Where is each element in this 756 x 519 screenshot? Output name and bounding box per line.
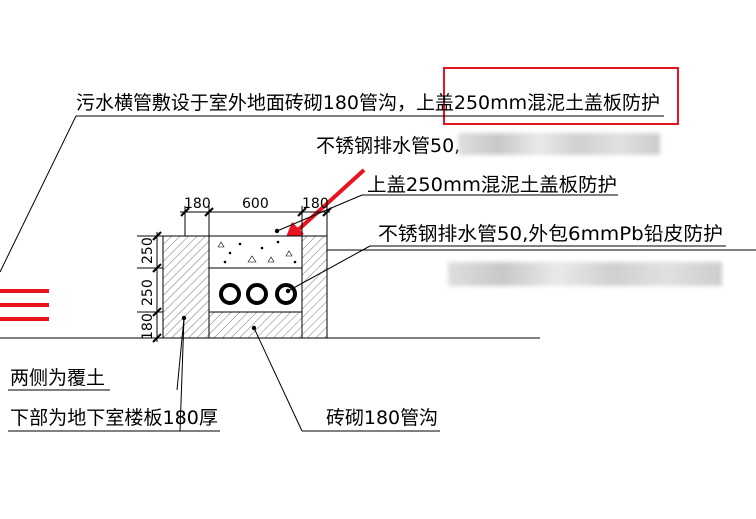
note-main: 污水横管敷设于室外地面砖砌180管沟，上盖250mm混泥土盖板防护 (76, 92, 660, 114)
dim-top-left: 180 (184, 196, 211, 212)
ground-lines (0, 235, 756, 339)
redacted-text-2 (448, 262, 722, 286)
note-bottom: 下部为地下室楼板180厚 (10, 407, 218, 429)
trench-walls (162, 235, 328, 339)
note-trench: 砖砌180管沟 (326, 407, 438, 429)
note-pipe-long: 不锈钢排水管50,外包6mmPb铅皮防护 (378, 223, 723, 245)
note-both-sides: 两侧为覆土 (10, 367, 105, 389)
annotation-leaders (8, 194, 726, 432)
dim-top-right: 180 (302, 196, 329, 212)
dim-top-middle: 600 (242, 196, 269, 212)
leader-dots (181, 228, 291, 331)
dim-side-2: 250 (140, 279, 156, 306)
left-red-marks (0, 289, 49, 321)
note-cover: 上盖250mm混泥土盖板防护 (367, 174, 617, 196)
dim-side-1: 250 (140, 237, 156, 264)
cover-slab (208, 235, 303, 269)
pipe-1 (219, 283, 241, 305)
pipes (219, 283, 297, 305)
note-pipe-short: 不锈钢排水管50, (316, 135, 460, 157)
redacted-text-1 (458, 133, 660, 155)
dim-side-3: 180 (140, 313, 156, 340)
pipe-3 (275, 283, 297, 305)
top-dimension (180, 206, 332, 236)
highlight-box (443, 67, 679, 125)
pipe-2 (246, 283, 268, 305)
main-leader (0, 115, 664, 273)
side-dimension (152, 231, 162, 343)
